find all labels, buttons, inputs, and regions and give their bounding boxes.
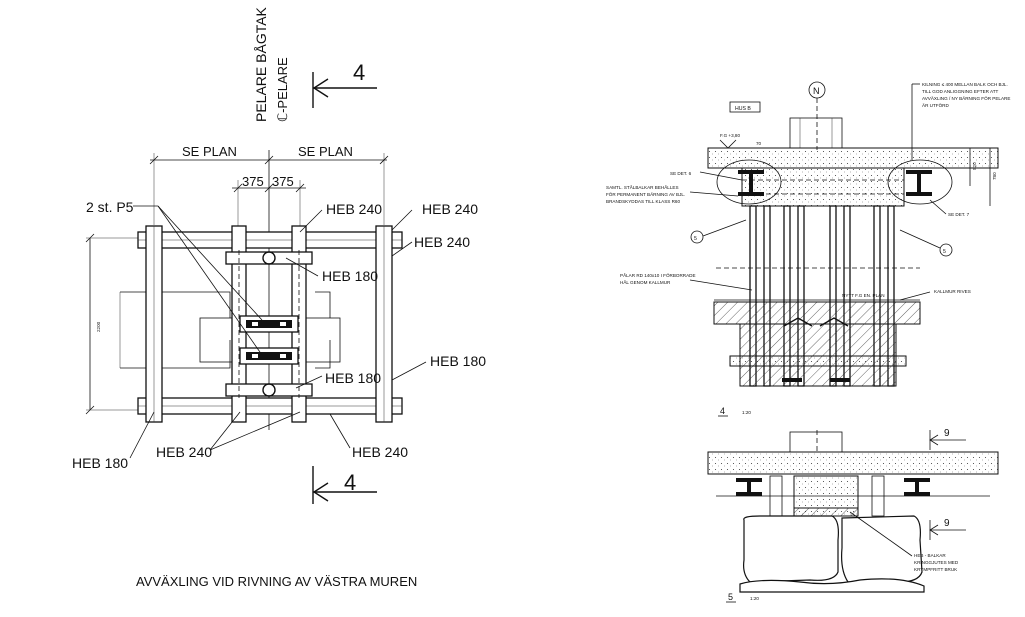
section4-scale: 1:20 — [742, 410, 751, 415]
fg-level: F.G +3,80 — [720, 133, 740, 138]
label-heb180-upper: HEB 180 — [322, 268, 378, 284]
stone-left — [743, 515, 839, 583]
dim-small-70: 70 — [756, 141, 762, 146]
svg-text:9: 9 — [944, 428, 950, 439]
label-heb240-top-right: HEB 240 — [422, 201, 478, 217]
section-mark-top: 4 — [312, 60, 377, 108]
label-heb180-mid: HEB 180 — [325, 370, 381, 386]
svg-text:PÅLAR RD 140x10 I FÖRBORRADE: PÅLAR RD 140x10 I FÖRBORRADE — [620, 272, 696, 278]
hus-b-label: HUS B — [735, 106, 751, 112]
leader-heb240-top-right: HEB 240 — [391, 201, 478, 231]
leader-2st-p5: 2 st. P5 — [86, 199, 263, 356]
note-kilning: KILNING ≤ 400 MELLAN BALK OCH BJL. TILL … — [911, 82, 1010, 160]
section-mark-bottom: 4 — [312, 466, 377, 504]
dim-780: 780 — [992, 172, 997, 180]
column-upper — [789, 117, 843, 149]
dimension-2200: 2200 — [85, 233, 140, 415]
section-5: 9 9 — [707, 428, 999, 603]
svg-text:5: 5 — [943, 249, 946, 255]
slab-section4 — [707, 147, 999, 169]
label-c-pelare: ℂ-PELARE — [275, 57, 290, 122]
plan-view: PELARE BÅGTAK ℂ-PELARE 4 4 SE PLAN SE PL… — [72, 6, 486, 589]
svg-text:SE DET. 7: SE DET. 7 — [948, 212, 970, 217]
dim-375-right: 375 — [272, 174, 294, 189]
label-heb180-left: HEB 180 — [72, 455, 128, 471]
north-label: N — [813, 86, 820, 96]
section4-label: 4 — [720, 406, 725, 416]
leader-heb240-top-mid: HEB 240 — [299, 201, 382, 233]
plan-title: AVVÄXLING VID RIVNING AV VÄSTRA MUREN — [136, 574, 417, 589]
leader-heb240-right: HEB 240 — [391, 234, 470, 257]
kallmur-rives: KALLMUR RIVES — [934, 289, 971, 294]
foundation-upper — [713, 301, 921, 325]
note-heb-balkar: HEB - BALKAR KRINGGJUTES MED KRYMPFRITT … — [849, 511, 959, 572]
note-se-det-7: SE DET. 7 — [929, 199, 970, 217]
svg-text:HÅL GENOM KALLMUR: HÅL GENOM KALLMUR — [620, 279, 671, 285]
svg-text:BRANDSKYDDAS TILL KLASS R60: BRANDSKYDDAS TILL KLASS R60 — [606, 199, 680, 204]
svg-text:KRYMPFRITT BRUK: KRYMPFRITT BRUK — [914, 567, 958, 572]
pile-bottom — [262, 383, 276, 397]
svg-text:AVVÄXLING / NY BÄRNING FÖR PEL: AVVÄXLING / NY BÄRNING FÖR PELARE — [922, 95, 1010, 101]
dimension-375: 375 375 — [232, 174, 306, 232]
label-heb240-top-mid: HEB 240 — [326, 201, 382, 217]
circle-5-left — [690, 230, 704, 244]
dim-2200: 2200 — [96, 321, 101, 332]
foundation-lower — [739, 323, 897, 387]
svg-text:KRINGGJUTES MED: KRINGGJUTES MED — [914, 560, 959, 565]
nytt-fg-plan: NYTT F.G EN. PLAN — [842, 293, 885, 298]
label-heb180-right: HEB 180 — [430, 353, 486, 369]
svg-text:SE DET. 6: SE DET. 6 — [670, 171, 692, 176]
svg-text:ÄR UTFÖRD: ÄR UTFÖRD — [922, 102, 949, 108]
column-plates — [239, 315, 299, 365]
dimension-se-plan: SE PLAN SE PLAN — [149, 144, 389, 225]
label-heb240-right: HEB 240 — [414, 234, 470, 250]
section5-scale: 1:20 — [750, 596, 759, 601]
dim-375-left: 375 — [242, 174, 264, 189]
dim-520: 520 — [972, 162, 977, 170]
stone-right — [841, 515, 923, 583]
section-mark-top-number: 4 — [353, 60, 365, 85]
label-heb240-bottom-right: HEB 240 — [352, 444, 408, 460]
svg-text:HEB - BALKAR: HEB - BALKAR — [914, 553, 946, 558]
section-mark-9-top: 9 — [929, 428, 966, 450]
steel-beam-right — [887, 159, 953, 205]
dim-se-plan-right: SE PLAN — [298, 144, 353, 159]
section5-label: 5 — [728, 592, 733, 602]
pile-top — [262, 251, 276, 265]
svg-text:SAMTL. STÅLBALKAR BEHÅLLES: SAMTL. STÅLBALKAR BEHÅLLES — [606, 184, 679, 190]
dim-se-plan-left: SE PLAN — [182, 144, 237, 159]
slab-section5 — [707, 451, 999, 475]
section-mark-9-bottom: 9 — [929, 518, 966, 540]
svg-text:TILL GOD ANLIGGNING EFTER ATT: TILL GOD ANLIGGNING EFTER ATT — [922, 89, 999, 94]
steel-beam-left — [716, 159, 782, 205]
leader-heb180-left: HEB 180 — [72, 411, 155, 471]
hus-b-box — [729, 101, 761, 113]
note-se-det-6: SE DET. 6 — [670, 171, 743, 181]
leader-heb240-bottom-left: HEB 240 — [156, 411, 301, 460]
label-pelare-bagtak: PELARE BÅGTAK — [253, 6, 269, 122]
leader-heb180-mid: HEB 180 — [295, 370, 381, 389]
label-2st-p5: 2 st. P5 — [86, 199, 134, 215]
leader-heb180-right: HEB 180 — [391, 353, 486, 381]
footing-strip — [729, 355, 907, 367]
section-4: HUS B N F.G +3,80 70 — [606, 81, 1010, 417]
svg-text:FÖR PERMANENT BÄRNING AV BJL.: FÖR PERMANENT BÄRNING AV BJL. — [606, 191, 685, 197]
column-section5 — [789, 431, 843, 453]
pile-connections — [782, 317, 850, 382]
stone-base — [739, 578, 925, 593]
label-heb240-bottom-left: HEB 240 — [156, 444, 212, 460]
note-stalbalkar: SAMTL. STÅLBALKAR BEHÅLLES FÖR PERMANENT… — [606, 184, 739, 204]
leader-heb180-upper: HEB 180 — [285, 257, 378, 284]
circle-5-right — [939, 243, 953, 257]
leader-heb240-bottom-right: HEB 240 — [329, 413, 408, 460]
section-mark-bottom-number: 4 — [344, 470, 356, 495]
svg-text:KILNING ≤ 400 MELLAN BALK OCH: KILNING ≤ 400 MELLAN BALK OCH BJL. — [922, 82, 1008, 87]
svg-text:9: 9 — [944, 518, 950, 529]
concrete-beam — [741, 167, 905, 207]
svg-text:5: 5 — [694, 236, 697, 242]
note-palar: PÅLAR RD 140x10 I FÖRBORRADE HÅL GENOM K… — [620, 272, 753, 291]
